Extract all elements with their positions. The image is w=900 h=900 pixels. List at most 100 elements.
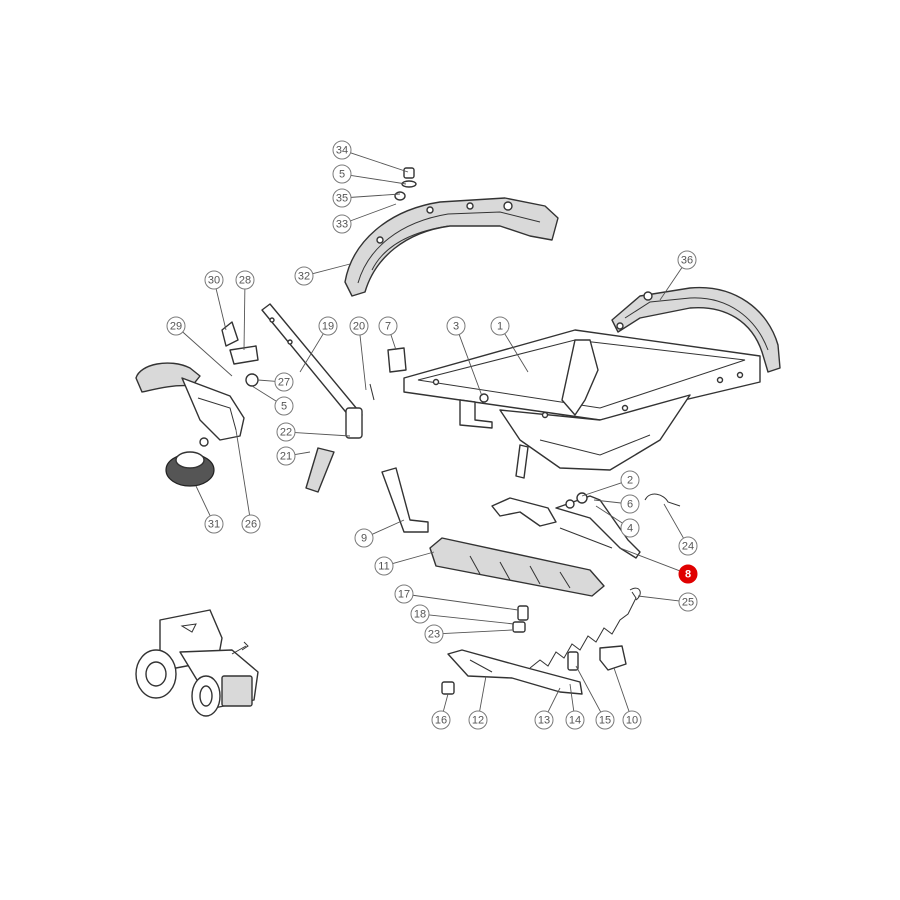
callout-label-28: 28	[239, 275, 251, 287]
callout-leader-6	[593, 499, 622, 504]
callout-3[interactable]: 3	[446, 316, 466, 336]
callout-13[interactable]: 13	[534, 710, 554, 730]
callout-label-20: 20	[353, 321, 365, 333]
callout-circle-28	[235, 270, 255, 290]
callout-31[interactable]: 31	[204, 514, 224, 534]
callout-leader-8	[619, 547, 680, 572]
callout-leader-13	[547, 687, 561, 713]
callout-leader-35	[350, 193, 401, 198]
callout-leader-4	[595, 505, 623, 524]
callout-label-7: 7	[385, 321, 391, 333]
callout-circle-14	[565, 710, 585, 730]
callout-circle-3	[446, 316, 466, 336]
callout-34[interactable]: 34	[332, 140, 352, 160]
callout-20[interactable]: 20	[349, 316, 369, 336]
callout-leader-17	[412, 594, 519, 611]
callout-leader-21	[294, 451, 311, 455]
callout-circle-29	[166, 316, 186, 336]
callout-33[interactable]: 33	[332, 214, 352, 234]
callout-23[interactable]: 23	[424, 624, 444, 644]
hopper	[403, 329, 761, 479]
callout-16[interactable]: 16	[431, 710, 451, 730]
callout-17[interactable]: 17	[394, 584, 414, 604]
callout-30[interactable]: 30	[204, 270, 224, 290]
callout-label-35: 35	[336, 193, 348, 205]
callout-10[interactable]: 10	[622, 710, 642, 730]
callout-circle-20	[349, 316, 369, 336]
callout-label-30: 30	[208, 275, 220, 287]
callout-leader-12	[479, 675, 487, 712]
pivot-bolt	[512, 605, 529, 633]
callout-label-31: 31	[208, 519, 220, 531]
callout-36[interactable]: 36	[677, 250, 697, 270]
callout-circle-23	[424, 624, 444, 644]
callout-label-2: 2	[627, 475, 633, 487]
callout-label-11: 11	[378, 561, 389, 573]
callout-32[interactable]: 32	[294, 266, 314, 286]
callout-leader-10	[613, 667, 630, 712]
callout-21[interactable]: 21	[276, 446, 296, 466]
callout-label-32: 32	[298, 271, 310, 283]
callout-circle-8	[678, 564, 698, 584]
callout-leader-32	[312, 263, 351, 275]
callout-15[interactable]: 15	[595, 710, 615, 730]
callout-leader-15	[575, 665, 602, 713]
callout-leader-11	[392, 551, 435, 565]
callout-label-13: 13	[538, 715, 550, 727]
callout-7[interactable]: 7	[378, 316, 398, 336]
callout-circle-15	[595, 710, 615, 730]
hardware-34-35-33	[394, 167, 417, 201]
callout-35[interactable]: 35	[332, 188, 352, 208]
callout-leader-20	[359, 334, 367, 391]
callout-label-5b: 5	[281, 401, 287, 413]
callout-leader-22	[294, 432, 351, 437]
callout-leader-19	[299, 333, 324, 373]
callout-18[interactable]: 18	[410, 604, 430, 624]
callout-label-1: 1	[497, 321, 503, 333]
callout-11[interactable]: 11	[374, 556, 394, 576]
callout-leader-27	[257, 379, 276, 382]
callout-label-24: 24	[682, 541, 694, 553]
callout-8[interactable]: 8	[678, 564, 698, 584]
callout-label-17: 17	[398, 589, 410, 601]
callout-leader-34	[350, 152, 409, 173]
callout-circle-21	[276, 446, 296, 466]
callout-25[interactable]: 25	[678, 592, 698, 612]
callout-label-18: 18	[414, 609, 426, 621]
callout-circle-6	[620, 494, 640, 514]
callout-22[interactable]: 22	[276, 422, 296, 442]
callout-leader-9	[372, 519, 405, 535]
callout-label-25: 25	[682, 597, 694, 609]
callout-label-8: 8	[685, 569, 691, 581]
callout-27[interactable]: 27	[274, 372, 294, 392]
callout-1[interactable]: 1	[490, 316, 510, 336]
callout-12[interactable]: 12	[468, 710, 488, 730]
callout-label-29: 29	[170, 321, 182, 333]
callout-19[interactable]: 19	[318, 316, 338, 336]
callout-2[interactable]: 2	[620, 470, 640, 490]
callout-label-36: 36	[681, 255, 693, 267]
callout-leader-3	[458, 334, 483, 397]
callout-circle-19	[318, 316, 338, 336]
callout-6[interactable]: 6	[620, 494, 640, 514]
callout-14[interactable]: 14	[565, 710, 585, 730]
callout-circle-17	[394, 584, 414, 604]
callout-circle-24	[678, 536, 698, 556]
callout-5b[interactable]: 5	[274, 396, 294, 416]
callout-29[interactable]: 29	[166, 316, 186, 336]
callout-9[interactable]: 9	[354, 528, 374, 548]
callout-5a[interactable]: 5	[332, 164, 352, 184]
callout-4[interactable]: 4	[620, 518, 640, 538]
deflector-top	[344, 197, 559, 297]
callout-leader-5a	[350, 174, 407, 185]
callout-28[interactable]: 28	[235, 270, 255, 290]
callout-leader-23	[442, 629, 513, 634]
callout-leader-2	[581, 482, 622, 497]
spring	[529, 587, 641, 669]
callout-24[interactable]: 24	[678, 536, 698, 556]
callout-circle-27	[274, 372, 294, 392]
callout-26[interactable]: 26	[241, 514, 261, 534]
callout-leader-7	[390, 334, 397, 351]
callout-circle-9	[354, 528, 374, 548]
